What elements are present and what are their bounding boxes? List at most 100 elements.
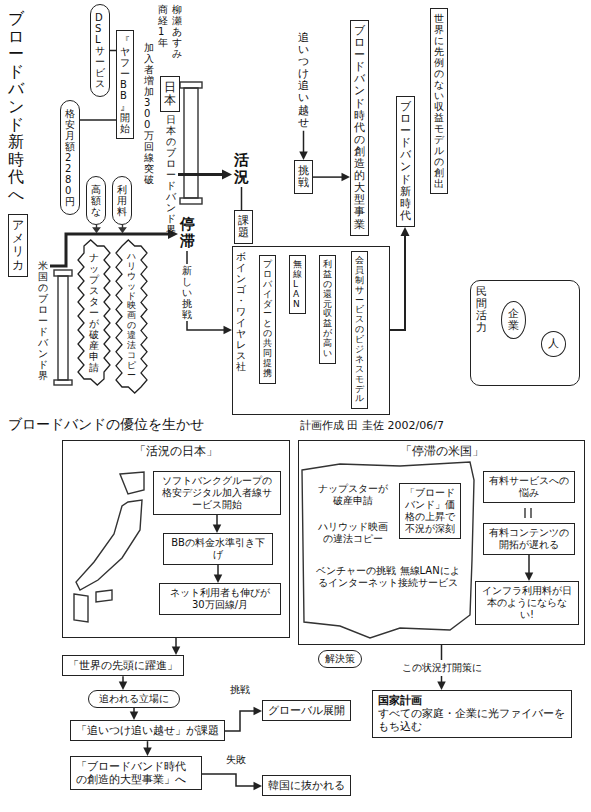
oval-bubble: 高額な xyxy=(86,176,106,225)
process-box: ソフトバンクグループの格安デジタル加入者線サービス開始 xyxy=(153,471,281,515)
edge-label: この状況打開策に xyxy=(401,660,483,676)
equals-sign xyxy=(525,508,531,518)
burst-line xyxy=(116,240,147,393)
note-text: 柳瀬 あすみ xyxy=(172,4,182,59)
process-box: インフラ利用料が日本のようにならない! xyxy=(475,581,579,625)
process-box: プロバイダーとの共同提携 xyxy=(259,255,276,384)
process-box: アメリカ xyxy=(8,214,28,277)
oval-bubble: 利用料 xyxy=(112,176,132,225)
connector-line xyxy=(390,234,405,330)
equals-stroke xyxy=(530,508,531,518)
connector xyxy=(525,555,534,581)
node-text: インフラ利用料が日本のようにならない! xyxy=(481,585,573,621)
connector xyxy=(80,120,116,121)
edge-label: 挑戦 xyxy=(229,682,251,698)
node-text: 「追いつけ追い越せ」が課題 xyxy=(76,724,219,737)
connector-line xyxy=(225,711,256,731)
process-box: ブロードバンド時代の創造的大型事業 xyxy=(350,20,369,236)
node-text: 停滞 xyxy=(180,216,195,249)
connector xyxy=(178,170,232,180)
node-text: 挑戦 xyxy=(298,165,309,189)
node-text: 利益の還元 収益が高い xyxy=(323,260,332,359)
node-text: 会員制サービスのビジネスモデル xyxy=(355,256,364,404)
island-outline xyxy=(76,500,142,590)
oval-bubble: DSLサービス xyxy=(90,4,110,97)
arrowhead xyxy=(525,573,534,582)
node-text: 無線LAN xyxy=(293,260,302,309)
node-text: すべての家庭・企業に光ファイバーをもち込む xyxy=(378,707,566,733)
burst-callout: ハリウッド映画の違法コピー xyxy=(122,246,141,387)
connector xyxy=(50,229,178,266)
arrowhead xyxy=(222,170,232,180)
node-text: 高額な xyxy=(91,184,101,217)
text-node: ベンチャーの挑戦 無線LANによるインターネット接続サービス xyxy=(313,563,463,591)
process-box: 課題 xyxy=(234,210,253,244)
node-text: ハリウッド映画の違法コピー xyxy=(127,252,136,381)
pillar-shaft xyxy=(184,88,198,198)
burst-line xyxy=(78,240,110,385)
text-node: ナップスターが破産申請 xyxy=(313,481,393,509)
arrowhead xyxy=(401,227,410,236)
node-text: ナップスターが破産申請 xyxy=(89,252,99,373)
node-text: 「世界の先頭に躍進」 xyxy=(68,659,178,672)
process-box: 利益の還元 収益が高い xyxy=(319,255,336,364)
text-node: 米国のブロードバンド界 xyxy=(36,258,50,383)
circle-node: 人 xyxy=(541,331,566,357)
connector-line xyxy=(241,187,243,210)
connector-line xyxy=(528,555,530,575)
text-node: 停滞 xyxy=(178,214,197,251)
arrowhead xyxy=(254,782,263,791)
node-text: 国家計画 xyxy=(378,694,566,707)
arrowhead xyxy=(120,228,126,232)
note-text: 商経 1年 xyxy=(158,4,168,48)
connector xyxy=(213,515,222,533)
process-box: 会員制サービスのビジネスモデル xyxy=(351,251,368,409)
connector-line xyxy=(313,176,344,178)
arrowhead xyxy=(299,152,308,161)
text-node: 活況 xyxy=(232,150,251,187)
node-text: 有料サービスへの悩み xyxy=(489,475,569,499)
connector xyxy=(202,774,262,790)
node-text: 活況 xyxy=(234,152,249,185)
connector-line xyxy=(202,774,256,786)
pillar-drawing xyxy=(180,82,202,204)
arrowhead xyxy=(130,712,139,721)
arrowhead xyxy=(213,525,222,534)
process-box: 世界に先例のない収益モデルの創出 xyxy=(430,8,448,194)
node-text: 「停滞の米国」 xyxy=(304,444,579,458)
pillar-base xyxy=(54,380,72,385)
connector xyxy=(130,708,139,720)
process-box: ネット利用者も伸びが 30万回線/月 xyxy=(159,583,281,615)
node-text: 加入者増加 300万回線突破 xyxy=(144,42,154,185)
node-text: 追われる立場に xyxy=(99,693,169,705)
island-outline xyxy=(74,594,88,622)
node-text: DSLサービス xyxy=(95,12,105,89)
process-box: 「ブロードバンド時代の創造的大型事業」へ xyxy=(70,756,202,790)
node-text: 民間活力 xyxy=(476,286,487,334)
region-box: 民間活力企業人 xyxy=(470,280,580,386)
node-text: プロバイダーとの共同提携 xyxy=(263,260,272,379)
node-text: 日本のブロードバンド界 xyxy=(166,114,176,235)
arrowhead xyxy=(119,682,128,691)
connector xyxy=(187,251,232,334)
connector xyxy=(225,707,262,731)
connector xyxy=(299,131,308,160)
process-box: BBの料金水準引き下げ xyxy=(163,533,273,565)
node-text: 『ヤフーBB』開始 xyxy=(120,35,130,134)
node-text: 日本 xyxy=(164,81,176,107)
arrowhead xyxy=(214,575,223,584)
node-text: 追いつけ追い越せ xyxy=(298,32,309,129)
equals-stroke xyxy=(524,508,525,518)
node-text: 人 xyxy=(548,338,559,350)
node-text: ブロードバンド時代の創造的大型事業 xyxy=(354,25,365,231)
connector xyxy=(214,565,223,583)
node-text: アメリカ xyxy=(12,219,24,272)
pillar-capital xyxy=(54,270,72,276)
text-node: 追いつけ追い越せ xyxy=(296,30,311,131)
process-box: ブロードバンド新時代 xyxy=(396,96,415,227)
text-node: 加入者増加 300万回線突破 xyxy=(142,40,156,187)
process-box: 「世界の先頭に躍進」 xyxy=(62,655,184,676)
node-text: 「ブロードバンド」価格の上昇で不況が深刻 xyxy=(405,487,455,535)
node-text: 「ブロードバンド時代の創造的大型事業」へ xyxy=(76,760,196,786)
process-box: 「追いつけ追い越せ」が課題 xyxy=(70,720,225,741)
